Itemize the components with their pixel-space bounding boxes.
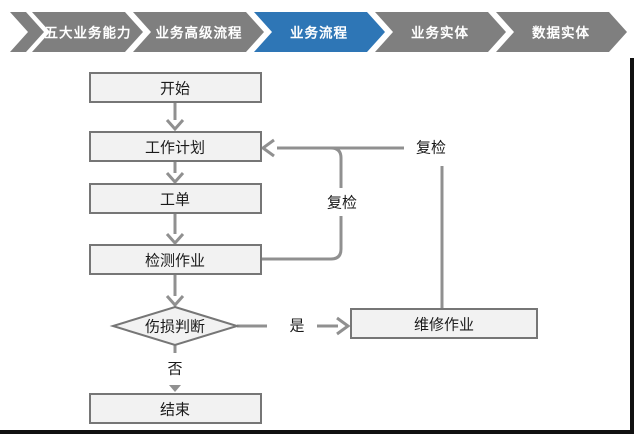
node-work-plan-box: [89, 131, 262, 162]
nav-step-label: 业务流程: [290, 25, 348, 41]
nav-step-shape[interactable]: [133, 12, 264, 52]
frame-bottom-border: [0, 430, 634, 434]
flow-edges: [165, 102, 444, 392]
node-end-label: 结束: [160, 402, 190, 419]
nav-step-label: 五大业务能力: [45, 25, 132, 41]
flow-nodes: 开始 工作计划 工单 检测作业 伤损判断 维修作业 结束: [89, 72, 538, 424]
node-repair-job: 维修作业: [350, 308, 538, 339]
nav-step-shape[interactable]: [32, 12, 143, 52]
nav-step-shape[interactable]: [496, 12, 627, 52]
node-work-order-box: [89, 183, 262, 214]
label-recheck-inner: 复检: [327, 194, 357, 212]
label-no: 否: [167, 361, 182, 378]
node-inspection-job: 检测作业: [89, 244, 262, 275]
nav-step-business-process-active[interactable]: 业务流程: [254, 12, 385, 52]
node-repair-box: [350, 308, 538, 339]
node-work-order: 工单: [89, 183, 262, 214]
node-start-box: [89, 72, 262, 103]
nav-step-high-level-process[interactable]: 业务高级流程: [133, 12, 264, 52]
arrowhead-down-icon: [165, 172, 185, 185]
nav-step-shape[interactable]: [375, 12, 506, 52]
nav-step-shape[interactable]: [254, 12, 385, 52]
nav-step-data-entity[interactable]: 数据实体: [496, 12, 627, 52]
node-inspection-label: 检测作业: [145, 253, 205, 270]
edge-recheck-inner-lower: [261, 216, 343, 261]
node-work-order-label: 工单: [160, 192, 190, 209]
nav-step-label: 数据实体: [532, 25, 590, 41]
label-recheck-outer: 复检: [416, 139, 446, 157]
node-end-box: [89, 393, 262, 424]
edge-recheck-inner-upper: [330, 146, 343, 188]
nav-step-label: 业务实体: [411, 25, 469, 41]
nav-lead-chevron-icon: [10, 12, 44, 52]
node-inspection-box: [89, 244, 262, 275]
flow-edge-labels: 是 否 复检 复检: [167, 139, 446, 378]
arrowhead-down-small-icon: [169, 385, 181, 392]
arrowhead-down-icon: [165, 233, 185, 246]
frame-right-border: [630, 58, 634, 434]
node-start-label: 开始: [160, 81, 190, 98]
nav-step-capabilities[interactable]: 五大业务能力: [32, 12, 143, 52]
node-decision-label: 伤损判断: [145, 319, 205, 336]
arrowhead-right-icon: [336, 316, 351, 336]
node-work-plan-label: 工作计划: [145, 140, 205, 157]
nav-step-label: 业务高级流程: [156, 25, 243, 41]
node-repair-label: 维修作业: [414, 317, 474, 334]
arrowhead-down-icon: [165, 295, 185, 308]
node-end: 结束: [89, 393, 262, 424]
nav-step-business-entity[interactable]: 业务实体: [375, 12, 506, 52]
node-decision-diamond: [109, 305, 241, 347]
node-damage-decision: 伤损判断: [109, 305, 241, 347]
label-yes: 是: [289, 318, 304, 335]
chevron-nav: 五大业务能力 业务高级流程 业务流程 业务实体 数据实体: [10, 12, 627, 52]
node-work-plan: 工作计划: [89, 131, 262, 162]
arrowhead-down-icon: [165, 119, 185, 132]
arrowhead-left-icon: [260, 138, 275, 158]
node-start: 开始: [89, 72, 262, 103]
